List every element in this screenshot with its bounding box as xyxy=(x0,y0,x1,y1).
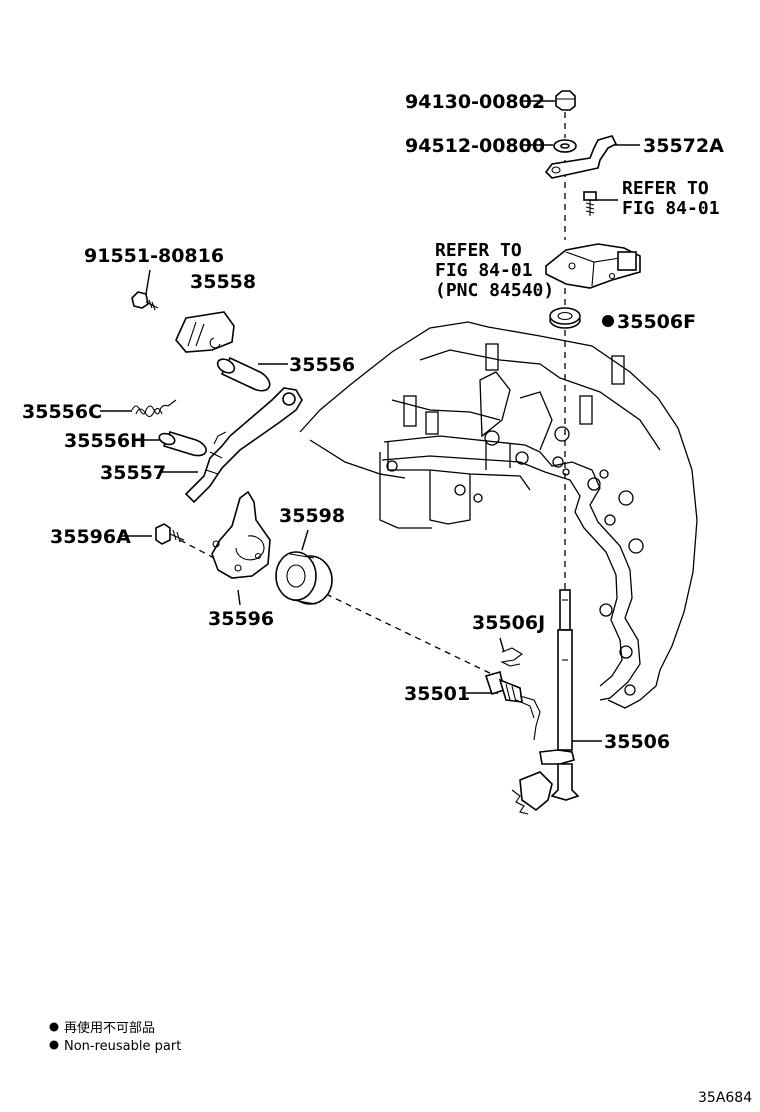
legend-bullet-en xyxy=(49,1040,59,1050)
pin-35556 xyxy=(216,356,271,392)
legend-en-text: Non-reusable part xyxy=(64,1039,181,1054)
legend: 再使用不可部品 Non-reusable part xyxy=(49,1020,181,1054)
label-35506: 35506 xyxy=(604,731,670,753)
label-35556H: 35556H xyxy=(64,430,146,452)
label-94512: 94512-00800 xyxy=(405,135,545,157)
label-35501: 35501 xyxy=(404,683,470,705)
label-94130: 94130-00802 xyxy=(405,91,545,113)
oil-seal-35506F xyxy=(549,307,581,329)
sensor-35501 xyxy=(484,670,541,741)
nut-94130 xyxy=(555,90,576,111)
clip-35506J xyxy=(500,647,523,667)
label-35506J: 35506J xyxy=(472,612,545,634)
pin-35556H xyxy=(158,431,207,457)
label-35558: 35558 xyxy=(190,271,256,293)
collar-35598 xyxy=(275,551,333,605)
cam-35558 xyxy=(175,311,235,353)
label-35596A: 35596A xyxy=(50,526,131,548)
washer-94512 xyxy=(553,139,577,153)
part-labels: 94130-00802 94512-00800 35572A REFER TO … xyxy=(22,91,724,753)
legend-bullet-jp xyxy=(49,1022,59,1032)
bolt-91551 xyxy=(131,291,159,311)
bolt-refer xyxy=(583,191,597,216)
label-refer-b-line3: (PNC 84540) xyxy=(435,280,554,301)
label-35598: 35598 xyxy=(279,505,345,527)
legend-jp-text: 再使用不可部品 xyxy=(64,1020,155,1036)
label-35556: 35556 xyxy=(289,354,355,376)
non-reusable-mark-35506F xyxy=(602,315,614,327)
label-35506F: 35506F xyxy=(617,311,696,333)
bolt-35596A xyxy=(155,523,185,545)
label-refer-b-line1: REFER TO xyxy=(435,240,522,261)
lever-35572A xyxy=(544,135,618,179)
spring-35556C xyxy=(131,399,177,418)
label-91551: 91551-80816 xyxy=(84,245,224,267)
plate-35596 xyxy=(211,490,271,579)
label-35557: 35557 xyxy=(100,462,166,484)
shaft-35506 xyxy=(511,589,580,815)
label-35572A: 35572A xyxy=(643,135,724,157)
label-35596: 35596 xyxy=(208,608,274,630)
lever-35557 xyxy=(184,387,303,504)
label-35556C: 35556C xyxy=(22,401,102,423)
figure-code: 35A684 xyxy=(698,1090,752,1106)
neutral-start-switch xyxy=(545,243,641,289)
transmission-case xyxy=(299,321,698,709)
label-refer-a-line2: FIG 84-01 xyxy=(622,198,720,219)
label-refer-a-line1: REFER TO xyxy=(622,178,709,199)
label-refer-b-line2: FIG 84-01 xyxy=(435,260,533,281)
